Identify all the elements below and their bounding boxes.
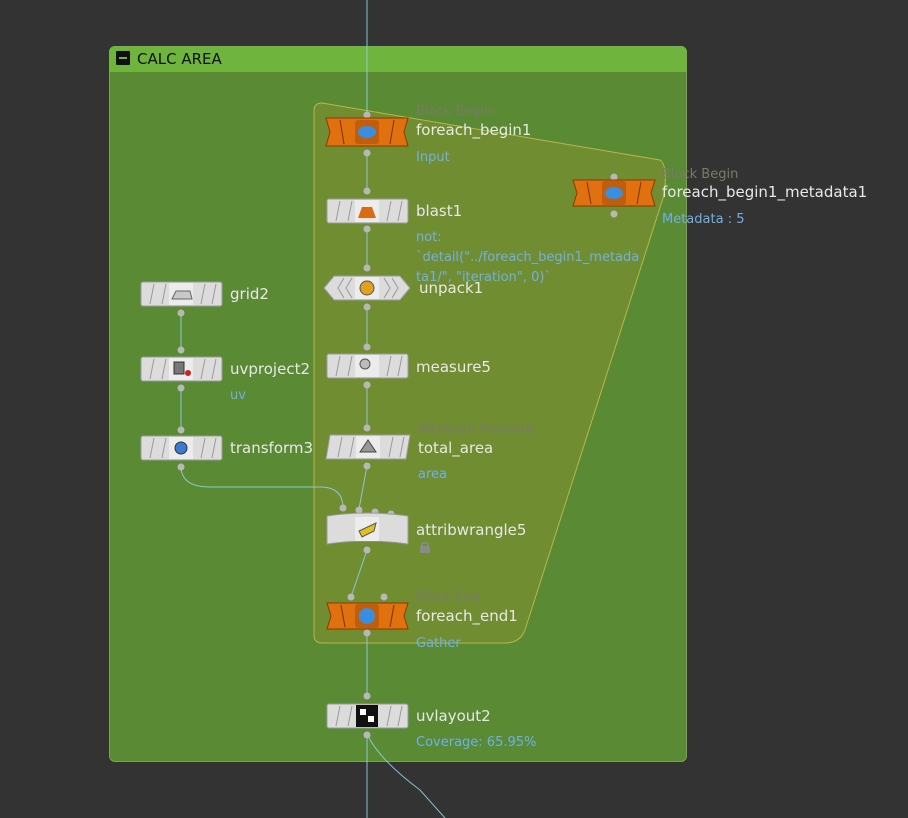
grid2-node[interactable] [140,281,223,307]
attribwrangle5-name[interactable]: attribwrangle5 [416,521,527,539]
grid-icon [171,290,193,300]
foreach-end1-sub: Gather [416,636,461,651]
uvproject2-node[interactable] [140,356,223,382]
wire-wrangle-end [350,549,368,598]
foreach-block-hull [313,102,666,644]
transform3-node[interactable] [140,435,223,461]
grid2-name[interactable]: grid2 [230,285,269,303]
blast1-name[interactable]: blast1 [416,202,463,220]
unpack1-node[interactable] [323,275,411,301]
total-area-type: Attribute Promote [418,422,534,437]
foreach-begin1-metadata1-name[interactable]: foreach_begin1_metadata1 [662,183,868,201]
foreach-begin1-metadata1-type: Block Begin [662,167,739,182]
foreach-end1-node[interactable] [326,602,409,630]
foreach-begin1-metadata1-sub: Metadata : 5 [662,212,745,227]
total-area-name[interactable]: total_area [418,439,494,457]
uvproject-icon [173,361,185,375]
foreach-begin1-sub: Input [416,150,450,165]
uvlayout2-sub: Coverage: 65.95% [416,735,537,750]
network-box-header[interactable] [109,46,687,72]
wrangle-icon [358,522,377,538]
lock-icon [420,541,430,553]
measure5-node[interactable] [326,353,409,379]
block-begin-icon [358,126,376,138]
block-begin-metadata-icon [605,187,623,199]
foreach-begin1-metadata1-node[interactable] [572,179,656,207]
uvlayout-icon [356,705,378,727]
foreach-begin1-node[interactable] [325,117,409,147]
foreach-begin1-type: Block Begin [416,104,493,119]
attribwrangle5-node[interactable] [326,512,409,545]
measure5-name[interactable]: measure5 [416,358,491,376]
uvproject2-sub: uv [230,388,246,403]
network-box-title: CALC AREA [137,50,222,68]
foreach-begin1-name[interactable]: foreach_begin1 [416,121,532,139]
wire-transform-wrangle [180,465,344,509]
collapse-icon[interactable] [116,51,130,65]
total-area-node[interactable] [325,434,411,460]
foreach-end1-type: Block End [416,590,480,605]
wire-promote-wrangle [358,465,368,510]
uvlayout2-name[interactable]: uvlayout2 [416,707,491,725]
blast-icon [358,207,376,218]
wire-layout-out2 [367,735,446,818]
block-end-icon [359,608,375,624]
attribute-promote-icon [359,439,377,453]
blast1-node[interactable] [326,198,409,224]
foreach-end1-name[interactable]: foreach_end1 [416,607,518,625]
total-area-sub: area [418,467,447,482]
transform-icon [174,441,188,455]
transform3-name[interactable]: transform3 [230,439,314,457]
uvlayout2-node[interactable] [326,703,409,729]
unpack-icon [359,280,375,296]
unpack1-name[interactable]: unpack1 [419,279,484,297]
blast1-group-expression: not: `detail("../foreach_begin1_metada t… [416,230,640,285]
uvproject2-name[interactable]: uvproject2 [230,360,310,378]
measure-icon [359,358,371,370]
